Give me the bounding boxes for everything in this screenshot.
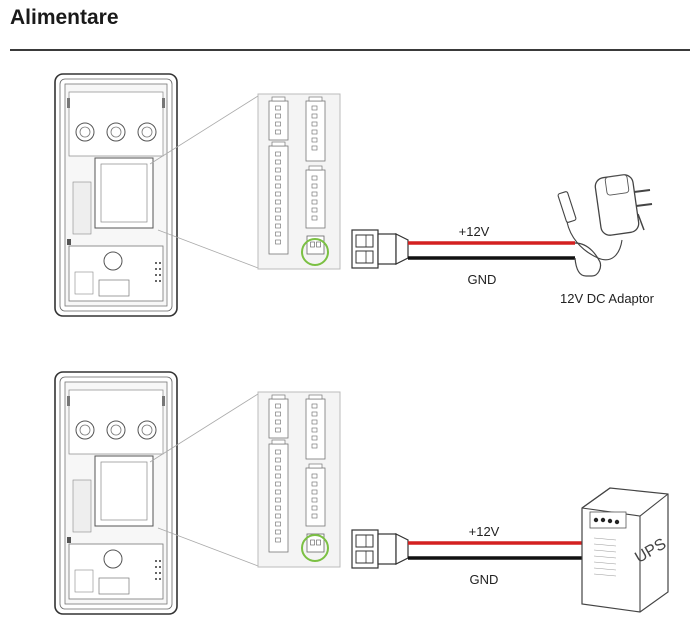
zoom-line: [157, 527, 259, 567]
zoom-line: [157, 229, 259, 269]
positive-label: +12V: [469, 524, 500, 539]
title-divider: [10, 49, 690, 51]
power-port-highlight: [301, 238, 329, 266]
device-back-panel: [54, 73, 178, 317]
power-port-highlight: [301, 534, 329, 562]
diagram-ups: +12V GND UPS: [54, 371, 669, 615]
page-title: Alimentare: [10, 6, 119, 29]
positive-label: +12V: [459, 224, 490, 239]
connector-plug: [351, 529, 409, 569]
adapter-label: 12V DC Adaptor: [560, 291, 655, 306]
zoom-line: [149, 95, 259, 165]
connector-plug: [351, 229, 409, 269]
dc-adapter-icon: [557, 174, 653, 277]
diagram-adapter: +12V GND 12V DC Adaptor: [54, 73, 655, 317]
zoom-line: [149, 393, 259, 463]
terminal-board: [257, 391, 341, 568]
ups-icon: UPS: [581, 487, 669, 613]
ground-label: GND: [470, 572, 499, 587]
terminal-board: [257, 93, 341, 270]
device-back-panel: [54, 371, 178, 615]
ground-label: GND: [468, 272, 497, 287]
